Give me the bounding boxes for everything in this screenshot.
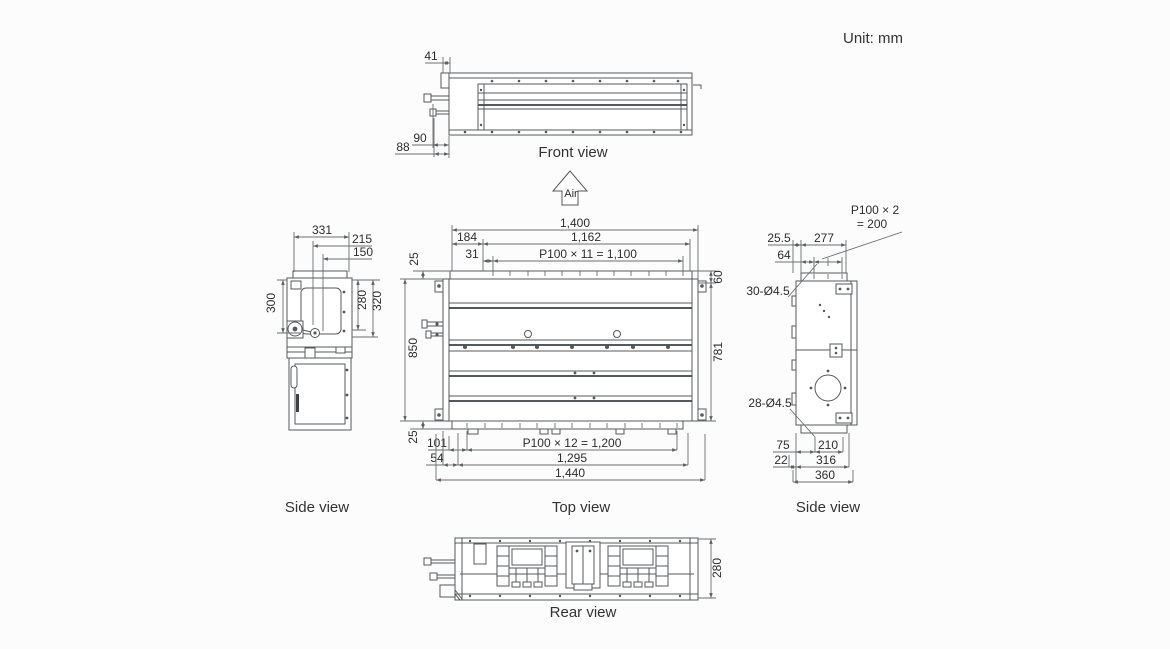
side-left-panel-window [300,287,342,335]
top-view-dimensions: 1,400 184 1,162 31 P100 × 11 = 1,100 25 … [400,216,725,482]
top-view: 1,400 184 1,162 31 P100 × 11 = 1,100 25 … [400,216,725,516]
dim-sr-316: 316 [816,453,836,467]
rear-blower-right [607,545,669,588]
side-right-dimensions: 25.5 277 64 P100 × 2 = 200 30-Ø4.5 28-Ø4… [746,203,903,484]
front-view: 41 90 88 Front view [395,49,702,161]
rear-screw-dots [468,539,682,598]
dim-top-1162: 1,162 [571,230,601,244]
side-left-dimensions: 331 215 150 300 280 320 [264,223,384,338]
dim-sr-22: 22 [774,453,788,467]
side-right-body [795,280,858,426]
front-refrigerant-pipes [423,93,449,117]
top-flange-ticks-bottom [466,423,678,428]
side-left-handle [290,365,298,389]
dim-top-25-bottom: 25 [406,430,420,444]
top-view-label: Top view [552,499,611,516]
dim-top-1440: 1,440 [555,466,585,480]
side-left-lower-box [288,357,352,431]
dim-rear-280: 280 [710,558,724,578]
dim-top-60: 60 [711,270,725,284]
front-view-dimensions: 41 90 88 [395,49,451,158]
top-left-pipes [421,319,443,339]
dim-sr-360: 360 [815,468,835,482]
holes-top-leader [787,263,818,298]
side-right-edge-tabs [791,295,797,406]
dim-top-54: 54 [430,451,444,465]
top-body [442,278,699,422]
dim-sr-210: 210 [818,438,838,452]
side-view-right-label: Side view [796,499,860,516]
side-left-lower-panel [294,363,346,425]
dim-sl-331: 331 [312,223,332,237]
front-body [448,72,693,136]
front-panel-end-brackets [483,84,682,130]
dim-sr-holes-bottom: 28-Ø4.5 [748,396,792,410]
top-screws [463,330,670,400]
dim-sr-p100x2-line2: = 200 [857,217,888,231]
top-corner-brackets [434,280,707,421]
dim-sr-25-5: 25.5 [767,231,791,245]
front-view-label: Front view [538,144,607,161]
dim-top-781: 781 [711,342,725,362]
dim-sl-150: 150 [353,245,373,259]
dim-top-184: 184 [457,230,477,244]
side-right-knockout-hole [814,374,842,402]
dim-sl-280: 280 [355,290,369,310]
dim-top-31: 31 [465,247,479,261]
rear-pipes [423,557,456,598]
rear-motor [565,541,601,591]
dim-sl-320: 320 [370,291,384,311]
front-screw-dots [463,79,686,134]
top-body-bands [449,302,692,397]
dim-top-1400: 1,400 [560,216,590,230]
dim-sr-holes-top: 30-Ø4.5 [746,284,790,298]
top-flange-tabs [467,428,677,435]
dim-sl-215: 215 [352,232,372,246]
top-duct-flange-top [449,270,693,280]
top-duct-flange-bottom [451,420,684,430]
top-body-dark-bands [449,307,692,402]
front-panel-lines [478,92,687,110]
dim-sr-75: 75 [776,438,790,452]
side-left-top-lip [292,270,348,279]
dim-top-p100x11: P100 × 11 = 1,100 [539,247,637,261]
front-inner-panel [477,83,688,131]
dim-sr-64: 64 [777,248,791,262]
side-right-panel-split [796,281,857,425]
side-view-right: 25.5 277 64 P100 × 2 = 200 30-Ø4.5 28-Ø4… [746,203,903,516]
rear-blower-left [496,545,558,588]
dim-top-101: 101 [427,436,447,450]
dim-top-1295: 1,295 [557,451,587,465]
rear-view-label: Rear view [550,604,617,621]
dim-top-p100x12: P100 × 12 = 1,200 [523,436,622,450]
side-right-brackets [829,283,853,424]
dim-top-850: 850 [406,338,420,358]
air-label: Air [564,188,578,200]
rear-dimensions: 280 [698,538,724,599]
dim-front-90: 90 [413,131,427,145]
dim-front-88: 88 [396,140,410,154]
dim-top-25-top: 25 [407,252,421,266]
air-flow-arrow-icon: Air [551,170,589,206]
side-right-flange-bottom [800,424,848,434]
holes-bottom-leader [789,408,816,438]
dim-sr-p100x2-line1: P100 × 2 [851,203,900,217]
rear-view: 280 Rear view [423,537,724,621]
p100x2-leader [821,231,903,260]
side-left-upper-box [286,277,353,359]
top-flange-ticks-top [492,271,684,276]
rear-corner-hatch [454,589,463,601]
front-hanger-hook [693,84,702,89]
side-view-left-label: Side view [285,499,349,516]
unit-label: Unit: mm [843,30,903,47]
side-view-left: 331 215 150 300 280 320 Side view [264,223,384,516]
dim-sr-277: 277 [814,231,834,245]
dim-sl-300: 300 [264,293,278,313]
side-left-drain-pump [286,320,320,339]
dim-front-41: 41 [424,49,438,63]
